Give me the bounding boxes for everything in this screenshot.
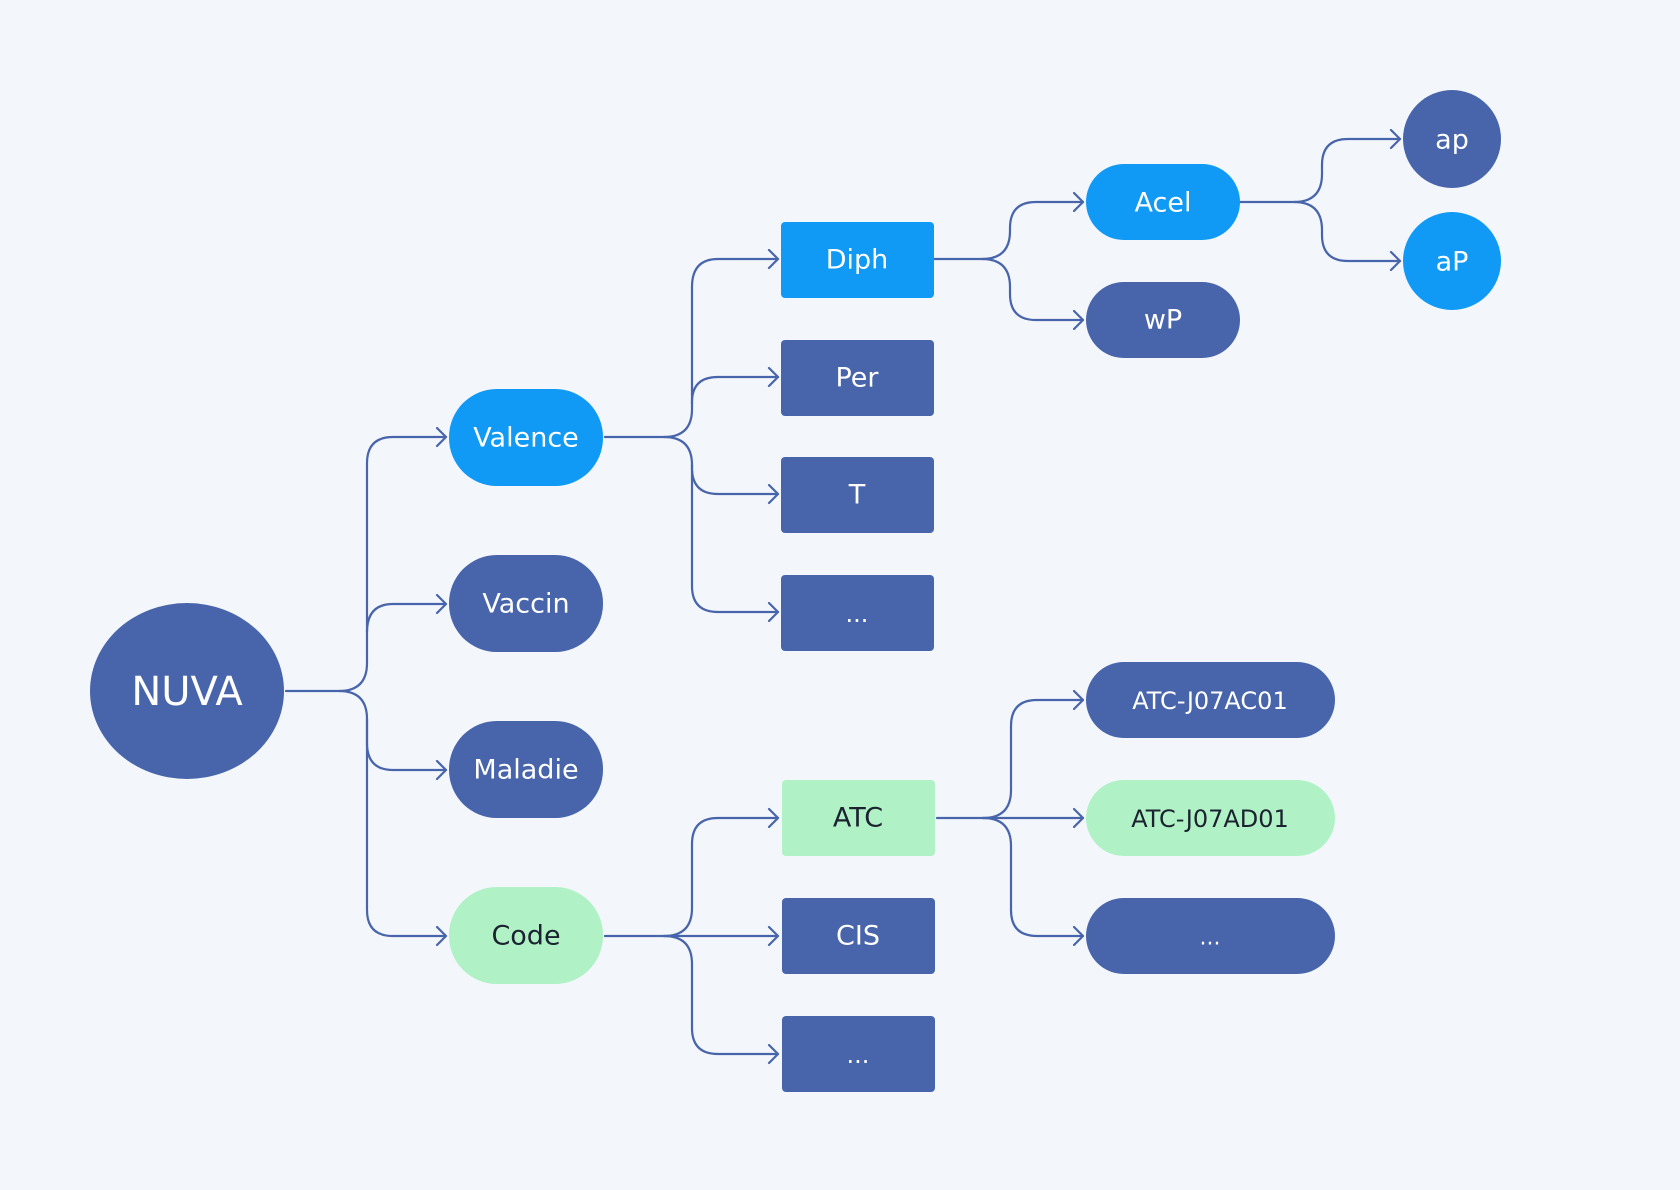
node-valence-more: ... [781, 575, 934, 651]
node-t-shape [781, 457, 934, 533]
edge-diph-wp [980, 257, 1085, 322]
node-code-label: Code [491, 921, 560, 952]
node-valence-label: Valence [473, 423, 579, 454]
arrow-ap-upper [1389, 250, 1402, 272]
arrow-atc [767, 807, 780, 829]
arrow-valence [435, 426, 448, 448]
node-atc-j07ac01-label: ATC-J07AC01 [1132, 687, 1287, 715]
node-per-shape [781, 340, 934, 416]
node-atc-shape [782, 780, 935, 856]
arrow-diph [767, 248, 780, 270]
node-per: Per [781, 340, 934, 416]
node-maladie: Maladie [449, 721, 603, 818]
node-atc-j07ad01: ATC-J07AD01 [1086, 780, 1335, 856]
node-maladie-label: Maladie [473, 755, 578, 786]
node-ap-upper-label: aP [1436, 247, 1469, 278]
node-atc-more-shape [1086, 898, 1335, 974]
node-t-label: T [848, 480, 866, 511]
node-valence-more-shape [781, 575, 934, 651]
node-valence: Valence [449, 389, 603, 486]
node-nuva: NUVA [90, 603, 284, 779]
node-code: Code [449, 887, 603, 984]
edge-nuva-code [337, 689, 448, 938]
edge-diph-acel [932, 200, 1085, 261]
arrow-ap-lower [1389, 128, 1402, 150]
node-acel: Acel [1086, 164, 1240, 240]
node-diph: Diph [781, 222, 934, 298]
edge-valence-more [690, 463, 780, 614]
node-atc-more-label: ... [1200, 926, 1221, 951]
node-diph-shape [781, 222, 934, 298]
arrow-code-more [767, 1043, 780, 1065]
node-cis-shape [782, 898, 935, 974]
edge-atc-more [981, 816, 1085, 938]
node-maladie-shape [449, 721, 603, 818]
node-atc-j07ac01: ATC-J07AC01 [1086, 662, 1335, 738]
node-wp-label: wP [1144, 305, 1182, 336]
arrow-acel [1072, 191, 1085, 213]
node-ap-upper-shape [1403, 212, 1501, 310]
node-atc-more: ... [1086, 898, 1335, 974]
node-code-more: ... [782, 1016, 935, 1092]
node-wp: wP [1086, 282, 1240, 358]
arrow-atc-j07ac01 [1072, 689, 1085, 711]
node-atc-label: ATC [833, 803, 883, 834]
edge-valence-diph [603, 257, 780, 439]
arrow-wp [1072, 309, 1085, 331]
node-ap-lower-shape [1403, 90, 1501, 188]
arrow-atc-j07ad01 [1072, 807, 1085, 829]
edge-nuva-vaccin [365, 602, 448, 634]
node-atc-j07ad01-shape [1086, 780, 1335, 856]
node-wp-shape [1086, 282, 1240, 358]
edge-nuva-valence [284, 435, 448, 693]
arrow-cis [767, 925, 780, 947]
arrow-valence-more [767, 601, 780, 623]
node-valence-shape [449, 389, 603, 486]
diagram-nodes: NUVA Valence Vaccin Maladie Code Diph Pe… [90, 90, 1501, 1092]
arrow-t [767, 483, 780, 505]
node-code-more-label: ... [847, 1041, 870, 1069]
node-acel-label: Acel [1135, 188, 1192, 219]
node-atc-j07ad01-label: ATC-J07AD01 [1131, 805, 1289, 833]
node-vaccin-shape [449, 555, 603, 652]
node-vaccin-label: Vaccin [482, 589, 569, 620]
node-nuva-label: NUVA [131, 669, 243, 715]
edge-code-atc [603, 816, 780, 938]
node-cis: CIS [782, 898, 935, 974]
node-cis-label: CIS [836, 921, 880, 952]
node-vaccin: Vaccin [449, 555, 603, 652]
arrow-maladie [435, 759, 448, 781]
arrow-code [435, 925, 448, 947]
node-per-label: Per [835, 363, 879, 394]
edge-code-more [662, 934, 780, 1056]
node-code-shape [449, 887, 603, 984]
connector-edges [284, 128, 1402, 1065]
node-t: T [781, 457, 934, 533]
node-acel-shape [1086, 164, 1240, 240]
node-ap-lower-label: ap [1435, 125, 1469, 156]
node-code-more-shape [782, 1016, 935, 1092]
edge-atc-j07ac01 [935, 698, 1085, 820]
arrow-atc-more [1072, 925, 1085, 947]
node-valence-more-label: ... [846, 600, 869, 628]
node-ap-upper: aP [1403, 212, 1501, 310]
edge-acel-ap-upper [1292, 200, 1402, 263]
edge-valence-per [690, 375, 780, 406]
node-atc-j07ac01-shape [1086, 662, 1335, 738]
node-ap-lower: ap [1403, 90, 1501, 188]
node-nuva-shape [90, 603, 284, 779]
edge-acel-ap-lower [1238, 137, 1402, 204]
arrow-per [767, 366, 780, 388]
node-diph-label: Diph [826, 245, 889, 276]
arrow-vaccin [435, 593, 448, 615]
node-atc: ATC [782, 780, 935, 856]
